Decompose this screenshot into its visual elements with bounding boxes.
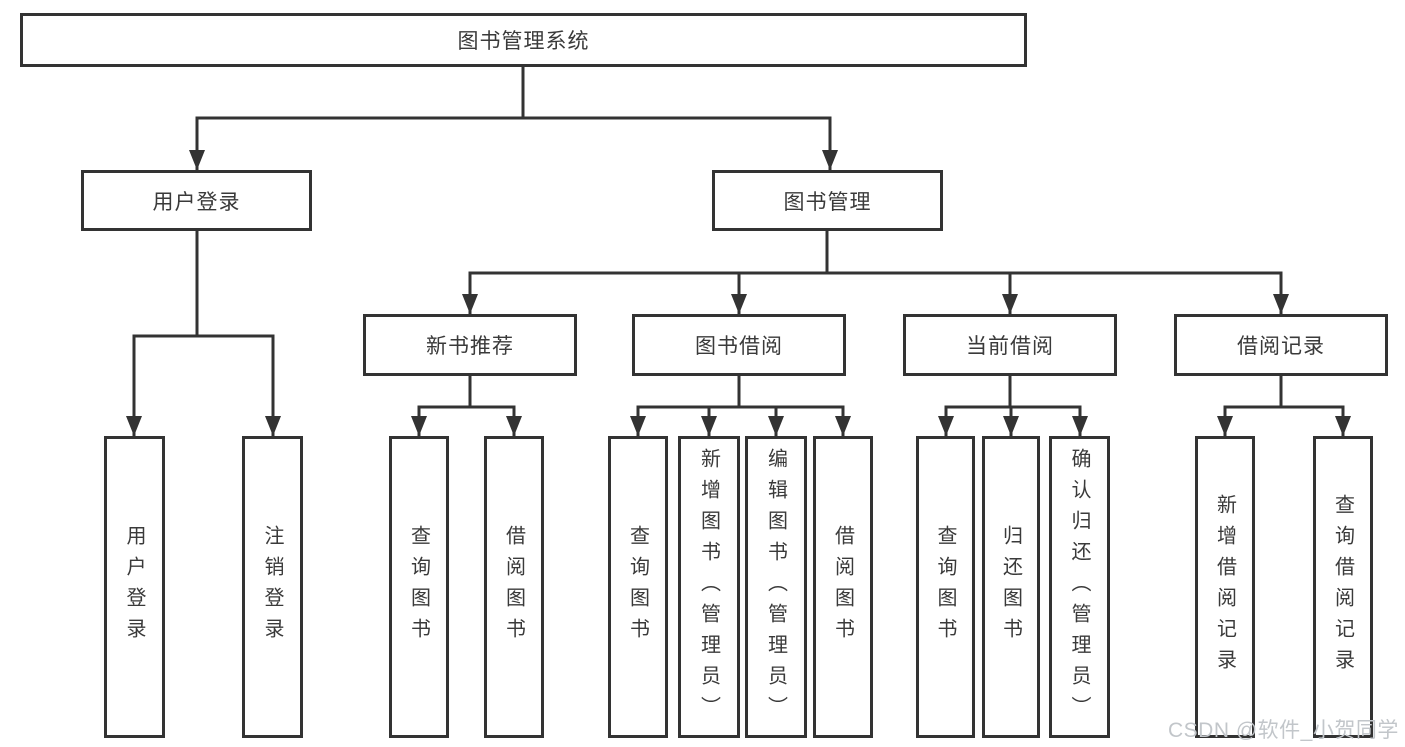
leaf-user-login-label: 用户登录 <box>123 525 145 649</box>
leaf-logout: 注销登录 <box>242 436 303 738</box>
leaf-newbooks-query-books: 查询图书 <box>389 436 449 738</box>
node-user-login-label: 用户登录 <box>152 190 241 214</box>
leaf-current-query-books-label: 查询图书 <box>934 525 956 649</box>
leaf-borrowing-edit-books-admin: 编辑图书（管理员） <box>745 436 807 738</box>
leaf-logout-label: 注销登录 <box>261 525 283 649</box>
leaf-current-confirm-return-admin: 确认归还（管理员） <box>1049 436 1110 738</box>
leaf-borrowing-query-books-label: 查询图书 <box>626 525 649 649</box>
leaf-records-query-borrow-record: 查询借阅记录 <box>1313 436 1373 738</box>
node-borrow-records: 借阅记录 <box>1174 314 1388 376</box>
leaf-records-query-borrow-record-label: 查询借阅记录 <box>1331 494 1354 680</box>
leaf-current-return-books-label: 归还图书 <box>999 525 1022 649</box>
node-user-login: 用户登录 <box>81 170 312 231</box>
leaf-records-add-borrow-record-label: 新增借阅记录 <box>1213 494 1236 680</box>
connector-borrow-records-children <box>1217 374 1351 438</box>
node-root-label: 图书管理系统 <box>457 30 590 53</box>
leaf-borrowing-query-books: 查询图书 <box>608 436 668 738</box>
leaf-current-query-books: 查询图书 <box>916 436 975 738</box>
node-current-borrowing: 当前借阅 <box>903 314 1117 376</box>
node-book-management-label: 图书管理 <box>783 190 872 214</box>
leaf-newbooks-borrow-books: 借阅图书 <box>484 436 544 738</box>
leaf-current-return-books: 归还图书 <box>982 436 1040 738</box>
leaf-borrowing-add-books-admin-label: 新增图书（管理员） <box>697 447 720 727</box>
connector-new-books-children <box>411 374 522 438</box>
leaf-borrowing-borrow-books-label: 借阅图书 <box>831 525 854 649</box>
connector-root-to-level2 <box>189 65 838 172</box>
connector-book-borrow-children <box>630 374 851 438</box>
leaf-borrowing-edit-books-admin-label: 编辑图书（管理员） <box>764 447 787 727</box>
node-current-borrowing-label: 当前借阅 <box>966 335 1054 358</box>
connector-user-login-children <box>126 229 281 438</box>
leaf-user-login: 用户登录 <box>104 436 165 738</box>
leaf-newbooks-borrow-books-label: 借阅图书 <box>502 525 525 649</box>
node-borrow-records-label: 借阅记录 <box>1237 335 1325 358</box>
csdn-watermark: CSDN @软件_小贺同学 <box>1168 719 1399 742</box>
node-root-system: 图书管理系统 <box>20 13 1027 67</box>
node-new-book-recommend-label: 新书推荐 <box>426 335 514 358</box>
connector-current-borrow-children <box>938 374 1088 438</box>
leaf-current-confirm-return-admin-label: 确认归还（管理员） <box>1068 447 1090 727</box>
leaf-borrowing-add-books-admin: 新增图书（管理员） <box>678 436 740 738</box>
node-book-borrowing-label: 图书借阅 <box>695 335 783 358</box>
connector-book-mgmt-children <box>462 229 1289 316</box>
node-new-book-recommend: 新书推荐 <box>363 314 577 376</box>
node-book-management: 图书管理 <box>712 170 943 231</box>
leaf-borrowing-borrow-books: 借阅图书 <box>813 436 873 738</box>
leaf-newbooks-query-books-label: 查询图书 <box>407 525 430 649</box>
leaf-records-add-borrow-record: 新增借阅记录 <box>1195 436 1255 738</box>
node-book-borrowing: 图书借阅 <box>632 314 846 376</box>
